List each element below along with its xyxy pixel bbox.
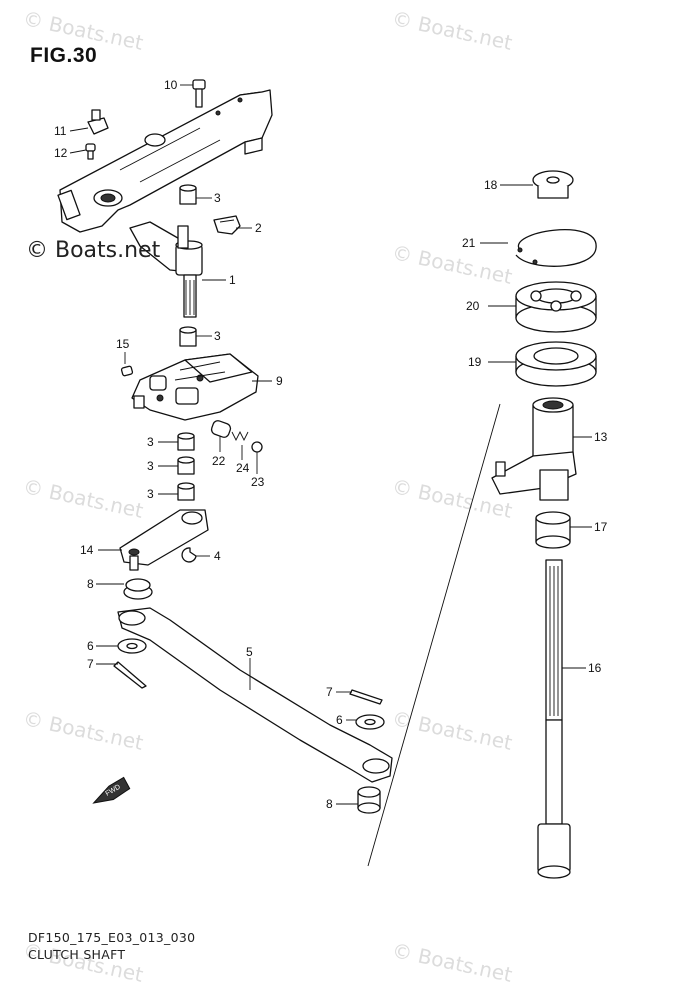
callout-3-lower-3: 3 xyxy=(147,487,154,501)
copyright-notice: © Boats.net xyxy=(26,238,161,263)
callout-6-left: 6 xyxy=(87,639,94,653)
drawing-code: DF150_175_E03_013_030 xyxy=(28,930,196,945)
callout-10: 10 xyxy=(164,78,178,92)
part-3-bushing-lower-1 xyxy=(177,432,195,451)
callout-12: 12 xyxy=(54,146,68,160)
figure-title: FIG.30 xyxy=(30,44,98,67)
callout-labels: 10 11 12 3 2 1 3 15 9 3 3 3 22 24 23 14 … xyxy=(54,78,608,811)
part-5-link-rod xyxy=(117,607,393,783)
part-3-bushing-lower-2 xyxy=(177,456,195,475)
callout-14: 14 xyxy=(80,543,94,557)
part-22-plunger xyxy=(210,420,232,438)
part-18-plug xyxy=(532,170,574,199)
part-10-bolt xyxy=(192,79,206,108)
part-12-screw xyxy=(85,143,96,160)
callout-16: 16 xyxy=(588,661,602,675)
bracket-casting xyxy=(57,89,273,233)
callout-7-left: 7 xyxy=(87,657,94,671)
part-2-clip xyxy=(213,215,241,235)
part-3-bushing-lower-3 xyxy=(177,482,195,501)
callout-6-right: 6 xyxy=(336,713,343,727)
part-4-e-clip xyxy=(181,547,197,563)
part-20-bearing xyxy=(515,281,597,333)
part-7-cotter-pin-left xyxy=(113,661,147,689)
part-7-cotter-pin-right xyxy=(349,689,383,705)
callout-3-lower-2: 3 xyxy=(147,459,154,473)
part-24-spring xyxy=(231,430,249,442)
callout-3-lower-1: 3 xyxy=(147,435,154,449)
part-23-ball xyxy=(251,441,263,453)
reference-line xyxy=(367,403,501,867)
callout-15: 15 xyxy=(116,337,130,351)
callout-1: 1 xyxy=(229,273,236,287)
part-13-cam xyxy=(491,397,577,501)
part-16-clutch-shaft xyxy=(537,559,571,879)
callout-24: 24 xyxy=(236,461,250,475)
callout-7-right: 7 xyxy=(326,685,333,699)
callout-19: 19 xyxy=(468,355,482,369)
callout-4: 4 xyxy=(214,549,221,563)
part-15-screw xyxy=(120,365,134,377)
callout-8-right: 8 xyxy=(326,797,333,811)
callout-22: 22 xyxy=(212,454,226,468)
part-11-clip xyxy=(87,109,109,135)
part-6-washer-left xyxy=(117,638,147,654)
callout-11: 11 xyxy=(54,124,67,138)
part-9-detent-housing xyxy=(131,353,259,421)
callout-13: 13 xyxy=(594,430,608,444)
part-3-bushing-middle xyxy=(179,326,197,347)
figure-caption: CLUTCH SHAFT xyxy=(28,947,126,962)
callout-17: 17 xyxy=(594,520,608,534)
callout-9: 9 xyxy=(276,374,283,388)
callout-21: 21 xyxy=(462,236,476,250)
part-1-shift-arm xyxy=(129,221,203,318)
part-6-washer-right xyxy=(355,714,385,730)
callout-3-upper: 3 xyxy=(214,191,221,205)
callout-23: 23 xyxy=(251,475,265,489)
part-19-seal xyxy=(515,341,597,387)
part-21-circlip xyxy=(515,229,597,267)
callout-2: 2 xyxy=(255,221,262,235)
part-17-bushing xyxy=(535,511,571,549)
part-8-bushing-right xyxy=(357,786,381,814)
part-8-bushing-left xyxy=(123,578,153,600)
callout-3-middle: 3 xyxy=(214,329,221,343)
callout-8-left: 8 xyxy=(87,577,94,591)
callout-18: 18 xyxy=(484,178,498,192)
part-14-lever xyxy=(119,509,209,571)
part-3-bushing-upper xyxy=(179,184,197,205)
callout-20: 20 xyxy=(466,299,480,313)
leader-lines xyxy=(69,84,592,805)
callout-5: 5 xyxy=(246,645,253,659)
fwd-arrow-icon: FWD xyxy=(92,776,131,804)
